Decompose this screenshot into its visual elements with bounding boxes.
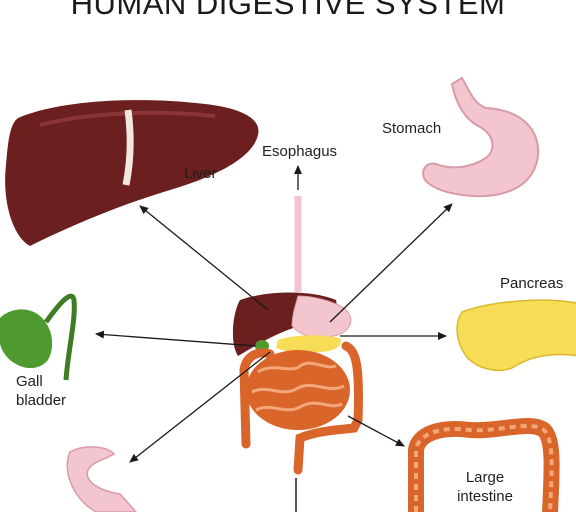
label-gall-bladder-line2: bladder (16, 392, 67, 409)
diagram-title: HUMAN DIGESTIVE SYSTEM (70, 0, 506, 21)
central-organs (232, 196, 363, 512)
label-gall-bladder: Gall bladder (16, 372, 66, 410)
label-large-intestine-line1: Large (465, 469, 505, 486)
arrow-liver (139, 205, 269, 311)
pancreas-illustration (456, 299, 576, 372)
arrow-large-intestine (347, 415, 405, 447)
label-large-intestine-line2: intestine (457, 488, 513, 505)
arrow-stomach (329, 203, 453, 323)
label-stomach: Stomach (382, 120, 442, 137)
duodenum-illustration (66, 446, 138, 512)
label-large-intestine: Large intestine (440, 468, 530, 506)
label-esophagus: Esophagus (262, 143, 338, 160)
liver-illustration (5, 100, 259, 246)
large-intestine-illustration (408, 418, 560, 512)
pointer-arrows (95, 165, 453, 463)
stomach-illustration (422, 76, 540, 198)
label-gall-bladder-line1: Gall (16, 373, 43, 390)
gall-bladder-illustration (0, 293, 77, 381)
label-pancreas: Pancreas (500, 275, 564, 292)
arrow-gall-bladder (95, 330, 257, 347)
arrow-small-intestine (129, 351, 271, 463)
label-liver: Liver (184, 165, 217, 182)
